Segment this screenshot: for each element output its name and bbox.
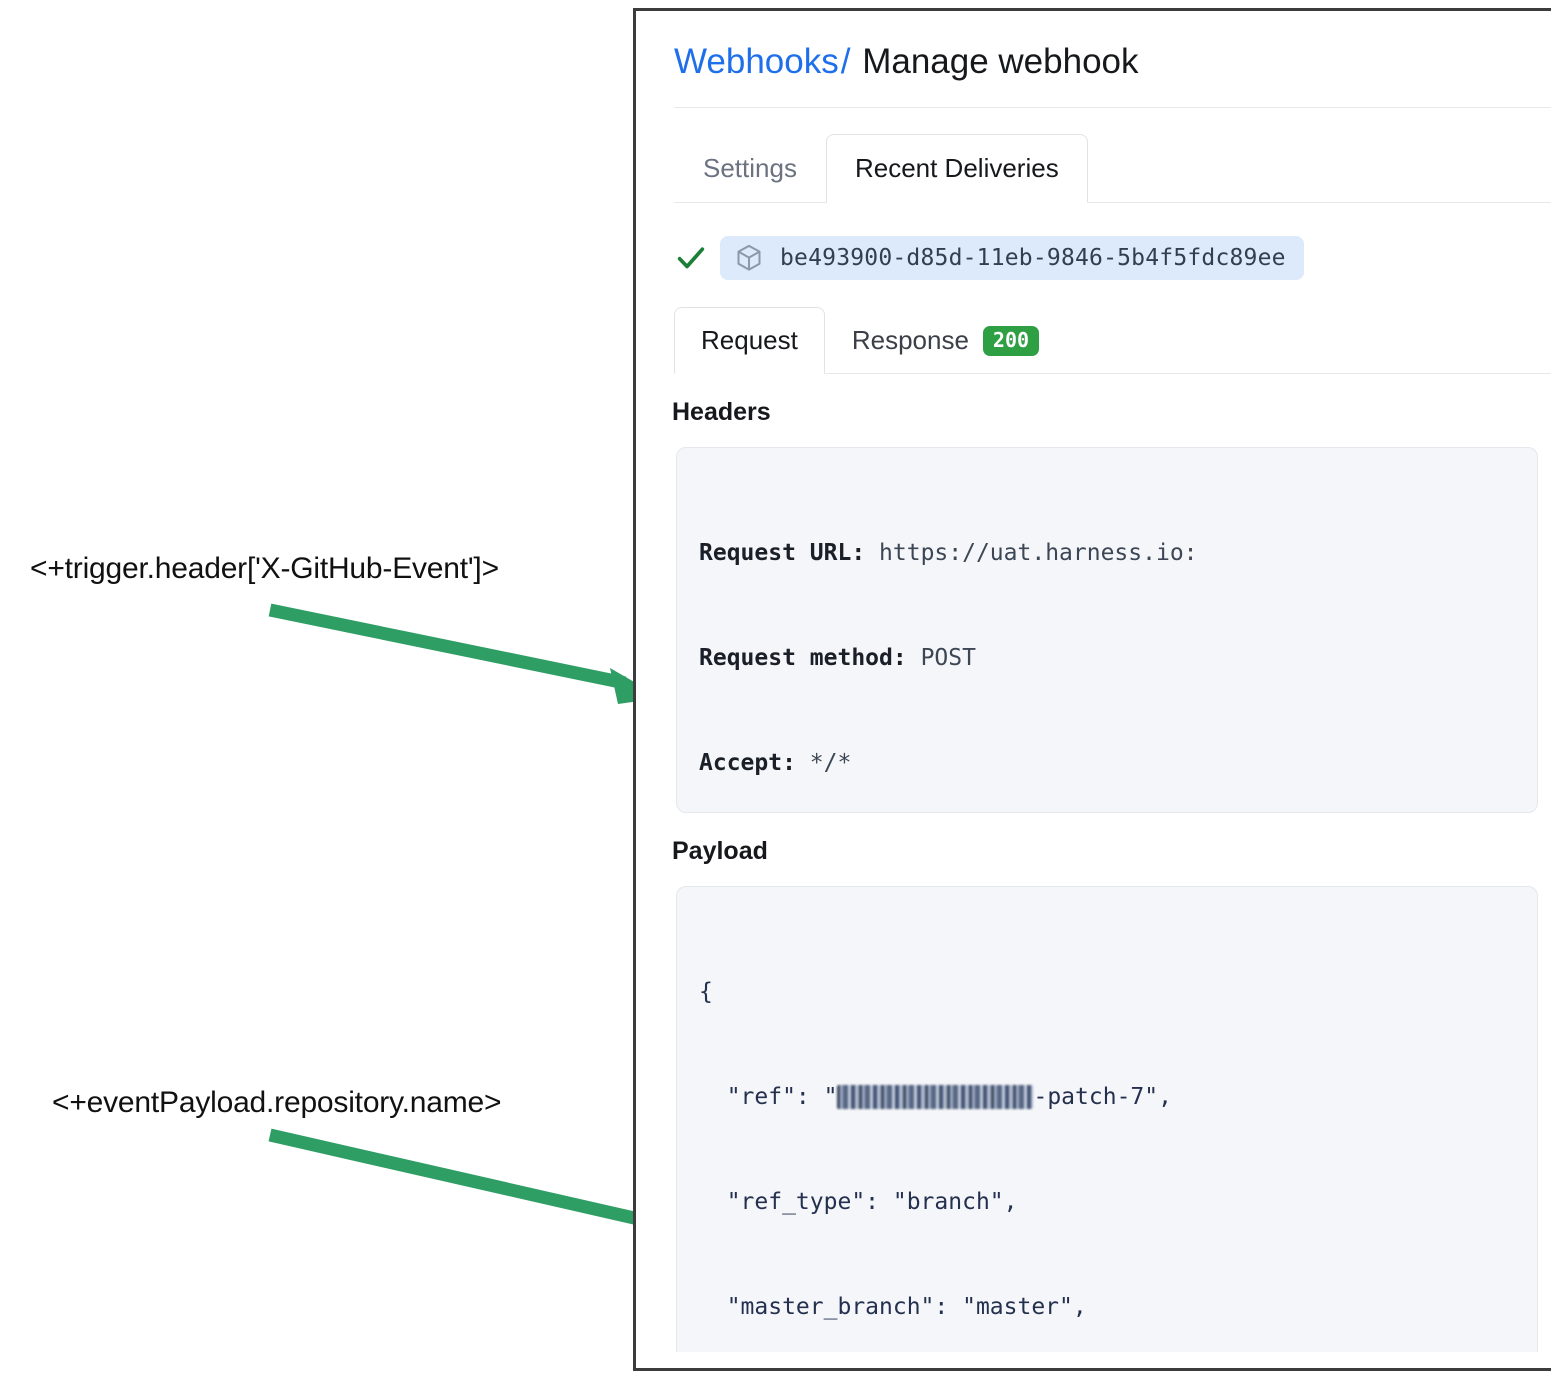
payload-line: "ref_type": "branch", — [699, 1189, 1018, 1215]
annotation-arrow-trigger-header — [268, 603, 662, 704]
tab-recent-deliveries-label: Recent Deliveries — [854, 153, 1059, 183]
tab-settings[interactable]: Settings — [674, 134, 826, 202]
annotation-label-event-payload: <+eventPayload.repository.name> — [52, 1086, 502, 1119]
payload-line: "master_branch": "master", — [699, 1294, 1087, 1320]
tab-request-label: Request — [701, 325, 798, 355]
payload-section-title: Payload — [672, 837, 768, 865]
page-title: Manage webhook — [862, 42, 1139, 81]
status-badge: 200 — [982, 325, 1040, 356]
breadcrumb-link-webhooks[interactable]: Webhooks — [674, 42, 839, 81]
tab-recent-deliveries[interactable]: Recent Deliveries — [825, 134, 1088, 203]
tab-settings-label: Settings — [703, 153, 797, 183]
payload-line: { — [699, 979, 713, 1005]
headers-section-title: Headers — [672, 398, 771, 426]
package-icon — [737, 244, 761, 271]
header-row: Accept: */* — [699, 750, 852, 776]
check-icon — [677, 247, 705, 269]
header-row: Request method: POST — [699, 645, 976, 671]
webhook-tabs: Settings Recent Deliveries — [674, 134, 1551, 203]
tab-response-label: Response — [851, 325, 969, 355]
request-response-tabs: Request Response 200 — [674, 307, 1551, 374]
tab-response[interactable]: Response 200 — [825, 307, 1066, 373]
header-row: Request URL: https://uat.harness.io: — [699, 540, 1198, 566]
breadcrumb: Webhooks/ Manage webhook — [636, 11, 1551, 83]
delivery-id-pill[interactable]: be493900-d85d-11eb-9846-5b4f5fdc89ee — [720, 236, 1304, 280]
tab-request[interactable]: Request — [674, 307, 825, 374]
redacted-text — [837, 1085, 1034, 1109]
payload-code-box: { "ref": "-patch-7", "ref_type": "branch… — [676, 886, 1538, 1352]
delivery-id-text: be493900-d85d-11eb-9846-5b4f5fdc89ee — [780, 245, 1286, 271]
headers-code-box: Request URL: https://uat.harness.io: Req… — [676, 447, 1538, 813]
payload-line: "ref": "-patch-7", — [699, 1084, 1172, 1110]
breadcrumb-divider — [674, 107, 1551, 108]
breadcrumb-separator: / — [840, 42, 851, 81]
delivery-row[interactable]: be493900-d85d-11eb-9846-5b4f5fdc89ee — [674, 235, 1551, 281]
webhook-panel: Webhooks/ Manage webhook Settings Recent… — [633, 8, 1551, 1371]
annotation-label-trigger-header: <+trigger.header['X-GitHub-Event']> — [30, 552, 499, 585]
